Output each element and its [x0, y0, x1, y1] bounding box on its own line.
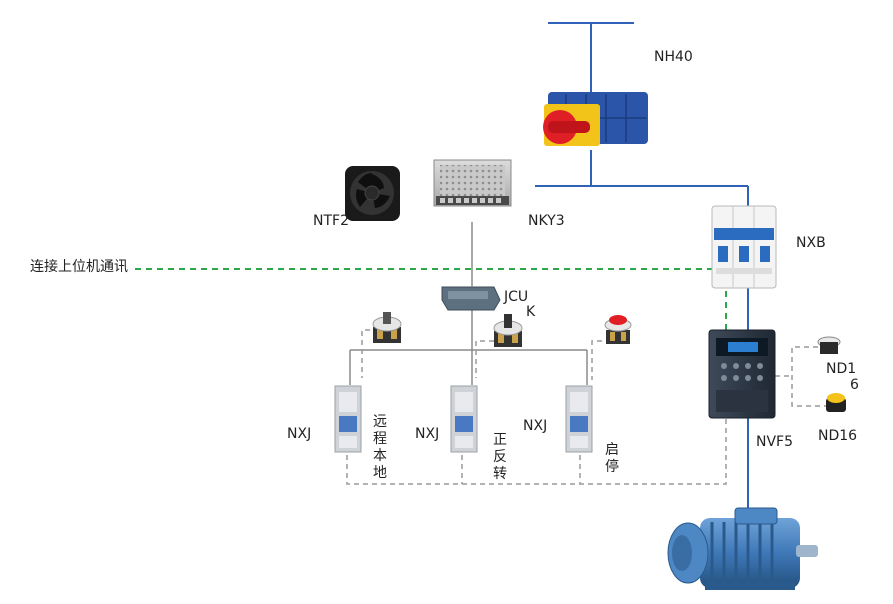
isolator-label: NH40: [654, 49, 693, 65]
breaker-label: NXB: [796, 235, 826, 251]
start-stop-label: 启停: [605, 442, 619, 475]
dashed-signal-lines: [346, 329, 826, 485]
relay-middle: [450, 385, 478, 453]
selector-switch-forward-reverse: [493, 314, 523, 347]
fan-label: NTF2: [313, 213, 349, 229]
relay-right: [565, 385, 593, 453]
selector-switch-remote-local: [372, 312, 402, 343]
frequency-drive: [708, 329, 776, 419]
power-supply: [433, 159, 512, 207]
indicator-top-label-line2: 6: [850, 377, 859, 393]
relay-right-label: NXJ: [523, 418, 548, 434]
button-right-wire: [591, 340, 602, 380]
relay-left-label: NXJ: [287, 426, 312, 442]
indicator-wires: [791, 346, 826, 407]
signal-lines: [349, 222, 588, 385]
indicator-bottom-label: ND16: [818, 428, 858, 444]
relay-left: [334, 385, 362, 453]
comm-label: 连接上位机通讯: [30, 259, 128, 275]
motor-body: [700, 518, 800, 588]
controller-label-line1: JCU: [504, 289, 529, 305]
motor: [667, 507, 818, 590]
psu-grill: [440, 165, 505, 201]
drive-label: NVF5: [756, 434, 794, 450]
comm-lines: [135, 268, 727, 330]
selector-left-wire: [361, 329, 388, 378]
selector-center-wire: [475, 340, 494, 378]
relay-middle-label: NXJ: [415, 426, 440, 442]
power-lines: [535, 22, 749, 510]
controller-module: [441, 268, 501, 311]
indicator-light-top: [817, 336, 841, 354]
relay-bottom-wire: [346, 418, 727, 485]
circuit-breaker: [711, 205, 777, 289]
controller-label-line2: K: [526, 304, 536, 320]
push-button-start-stop: [604, 315, 632, 344]
power-supply-label: NKY3: [528, 213, 565, 229]
cooling-fan: [345, 166, 400, 221]
indicator-top-label-line1: ND1: [826, 361, 857, 377]
remote-local-label: 远程本地: [373, 414, 387, 481]
indicator-light-bottom: [826, 393, 846, 412]
isolator-switch: [543, 92, 648, 146]
forward-reverse-label: 正反转: [493, 432, 507, 482]
